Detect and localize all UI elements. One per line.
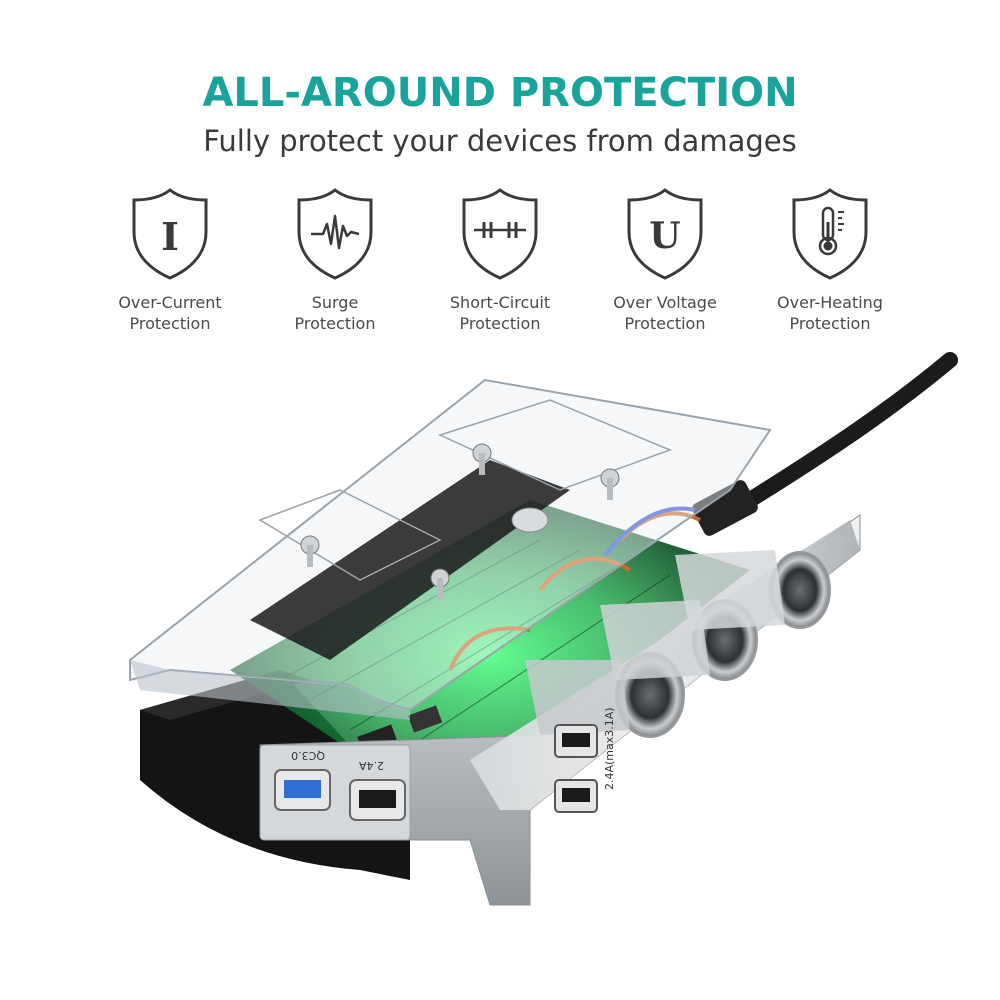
feature-short-circuit: Short-Circuit Protection xyxy=(418,186,582,336)
usb-pair-label: 2.4A(max3.1A) xyxy=(603,707,616,790)
car-charger-illustration: QC3.0 2.4A 2.4A(max3.1A) xyxy=(129,352,958,906)
feature-label-line1: Surge xyxy=(311,293,359,312)
feature-over-heating: Over-Heating Protection xyxy=(748,186,912,336)
feature-label-line2: Protection xyxy=(789,314,871,333)
feature-label: Over Voltage Protection xyxy=(583,292,747,334)
qc3-port-insert xyxy=(284,780,321,798)
shield-thermometer-icon xyxy=(792,188,868,280)
cable-strain-relief xyxy=(692,480,758,536)
cover-screws xyxy=(300,443,620,600)
feature-label-line1: Over-Current xyxy=(118,293,222,312)
feature-label-line1: Over Voltage xyxy=(613,293,717,312)
feature-label: Over-Current Protection xyxy=(88,292,252,334)
shield-letter-u-icon: U xyxy=(627,188,703,280)
feature-label-line2: Protection xyxy=(624,314,706,333)
feature-label-line2: Protection xyxy=(294,314,376,333)
feature-label-line2: Protection xyxy=(129,314,211,333)
feature-label: Surge Protection xyxy=(253,292,417,334)
feature-over-current: I Over-Current Protection xyxy=(88,186,252,336)
feature-label: Short-Circuit Protection xyxy=(418,292,582,334)
shield-glyph: I xyxy=(161,214,179,259)
shield-glyph: U xyxy=(649,215,680,257)
subhead: Fully protect your devices from damages xyxy=(203,124,797,158)
feature-label-line1: Short-Circuit xyxy=(449,293,551,312)
shield-short-circuit-icon xyxy=(462,188,538,280)
usb-port-2-label: 2.4A xyxy=(359,759,384,772)
feature-label-line2: Protection xyxy=(459,314,541,333)
feature-label: Over-Heating Protection xyxy=(748,292,912,334)
feature-label-line1: Over-Heating xyxy=(777,293,883,312)
protection-features: I Over-Current Protection Surge Protecti… xyxy=(88,186,912,336)
usb-port-2-insert xyxy=(359,790,396,808)
power-cable xyxy=(742,352,958,508)
cover-black-panel xyxy=(250,460,570,660)
feature-over-voltage: U Over Voltage Protection xyxy=(583,186,747,336)
feature-surge: Surge Protection xyxy=(253,186,417,336)
headline: ALL-AROUND PROTECTION xyxy=(202,70,798,116)
shield-surge-wave-icon xyxy=(297,188,373,280)
shield-letter-i-icon: I xyxy=(132,188,208,280)
qc3-port-label: QC3.0 xyxy=(291,749,325,762)
